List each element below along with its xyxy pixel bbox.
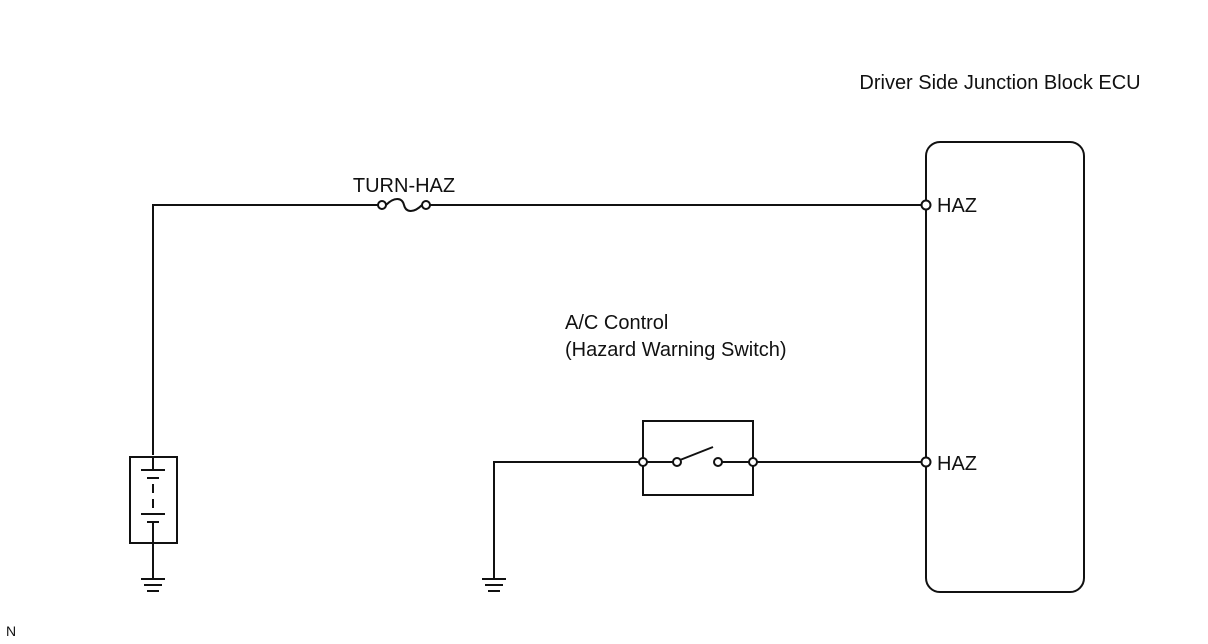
haz-bottom-pin-label: HAZ (937, 453, 977, 475)
haz-bottom-terminal (920, 456, 932, 468)
battery (129, 456, 178, 544)
battery-ground-icon (141, 543, 165, 592)
hazard-warning-switch (638, 420, 758, 496)
switch-name-line1: A/C Control (565, 312, 668, 334)
ecu-block (925, 141, 1085, 593)
haz-top-pin-label: HAZ (937, 195, 977, 217)
turn-haz-fuse (377, 198, 431, 212)
haz-supply-wire (152, 204, 926, 455)
haz-top-terminal (920, 199, 932, 211)
ecu-name-label: Driver Side Junction Block ECU (859, 72, 1140, 94)
hazard-switch-wire (493, 461, 926, 578)
fuse-label: TURN-HAZ (353, 175, 455, 197)
switch-name-line2: (Hazard Warning Switch) (565, 339, 787, 361)
corner-mark: N (6, 623, 16, 639)
switch-ground-icon (482, 578, 506, 592)
